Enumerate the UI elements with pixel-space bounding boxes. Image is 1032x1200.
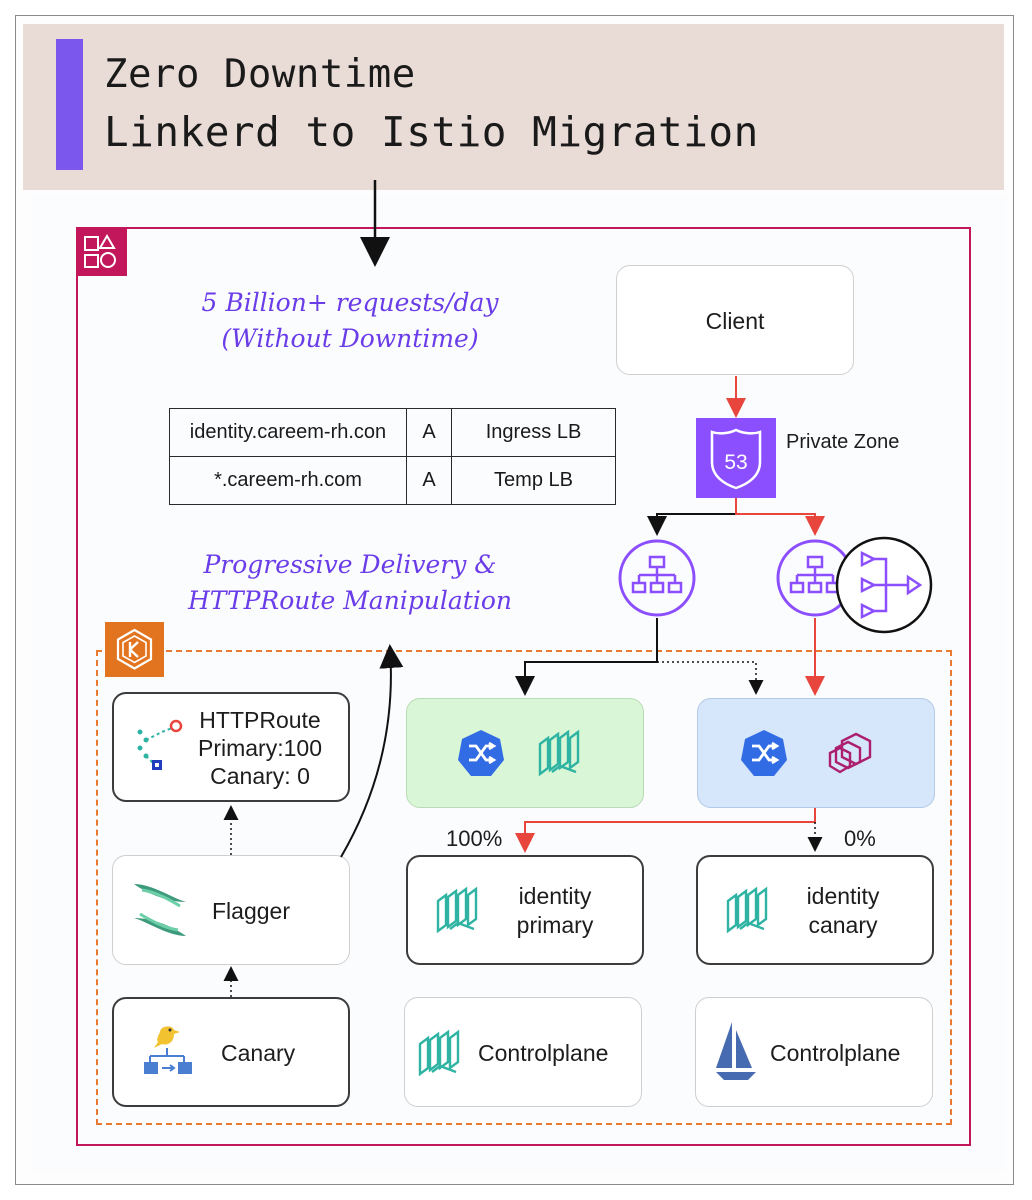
title-accent-bar [56,39,83,170]
progressive-delivery-annotation: Progressive Delivery & HTTPRoute Manipul… [150,547,550,619]
identity-primary-label: identity primary [490,882,620,940]
dns-target: Temp LB [451,456,616,505]
dns-row: identity.careem-rh.con A Ingress LB [169,408,616,457]
istio-controlplane-label: Controlplane [770,1040,901,1066]
dns-type: A [406,408,452,457]
route53-icon: 53 [696,418,776,498]
envoy-icon [822,728,880,778]
load-balancer-icon [617,538,697,618]
httproute-node [112,692,350,802]
dns-type: A [406,456,452,505]
httproute-title: HTTPRoute [199,707,321,733]
title-line-1: Zero Downtime [104,52,416,97]
identity-primary-line-1: identity [518,883,592,909]
canary-icon [140,1022,196,1082]
linkerd-icon [414,1028,464,1078]
canary-label: Canary [221,1040,296,1066]
primary-weight-label: 100% [446,826,503,851]
httproute-text: HTTPRoute Primary:100 Canary: 0 [185,706,335,790]
client-node [616,265,854,375]
flagger-icon [132,880,188,940]
dns-target: Ingress LB [451,408,616,457]
identity-primary-line-2: primary [516,912,594,938]
canary-weight-label: 0% [844,826,876,851]
traffic-split-icon [834,535,934,635]
aws-group-boundary [76,227,971,1146]
httproute-primary-weight: Primary:100 [198,735,322,761]
title-banner [23,24,1004,190]
dns-row: *.careem-rh.com A Temp LB [169,456,616,505]
linkerd-gateway-node [406,698,644,808]
linkerd-icon [432,885,482,935]
httproute-icon [132,718,188,774]
progressive-line-2: HTTPRoute Manipulation [188,586,512,615]
flagger-label: Flagger [212,898,290,924]
linkerd-controlplane-node [404,997,642,1107]
linkerd-controlplane-label: Controlplane [478,1040,609,1066]
linkerd-icon [534,728,584,778]
eks-icon [105,622,164,677]
title-line-2: Linkerd to Istio Migration [104,108,759,156]
kubernetes-icon [739,728,789,778]
canary-node [112,997,350,1107]
istio-gateway-node [697,698,935,808]
istio-controlplane-node [695,997,933,1107]
route53-number: 53 [724,451,747,474]
dns-records-table: identity.careem-rh.con A Ingress LB *.ca… [169,408,616,505]
kubernetes-icon [456,728,506,778]
flagger-node [112,855,350,965]
throughput-line-1: 5 Billion+ requests/day [201,288,499,317]
identity-canary-line-1: identity [806,883,880,909]
dns-host: *.careem-rh.com [169,456,407,505]
istio-icon [712,1020,760,1084]
client-label: Client [705,308,765,334]
throughput-annotation: 5 Billion+ requests/day (Without Downtim… [150,285,550,357]
throughput-line-2: (Without Downtime) [221,324,479,353]
httproute-canary-weight: Canary: 0 [210,763,310,789]
aws-group-icon [76,227,127,276]
progressive-line-1: Progressive Delivery & [203,550,497,579]
linkerd-icon [722,885,772,935]
private-zone-label: Private Zone [786,431,900,453]
dns-host: identity.careem-rh.con [169,408,407,457]
identity-canary-line-2: canary [808,912,878,938]
identity-canary-label: identity canary [778,882,908,940]
